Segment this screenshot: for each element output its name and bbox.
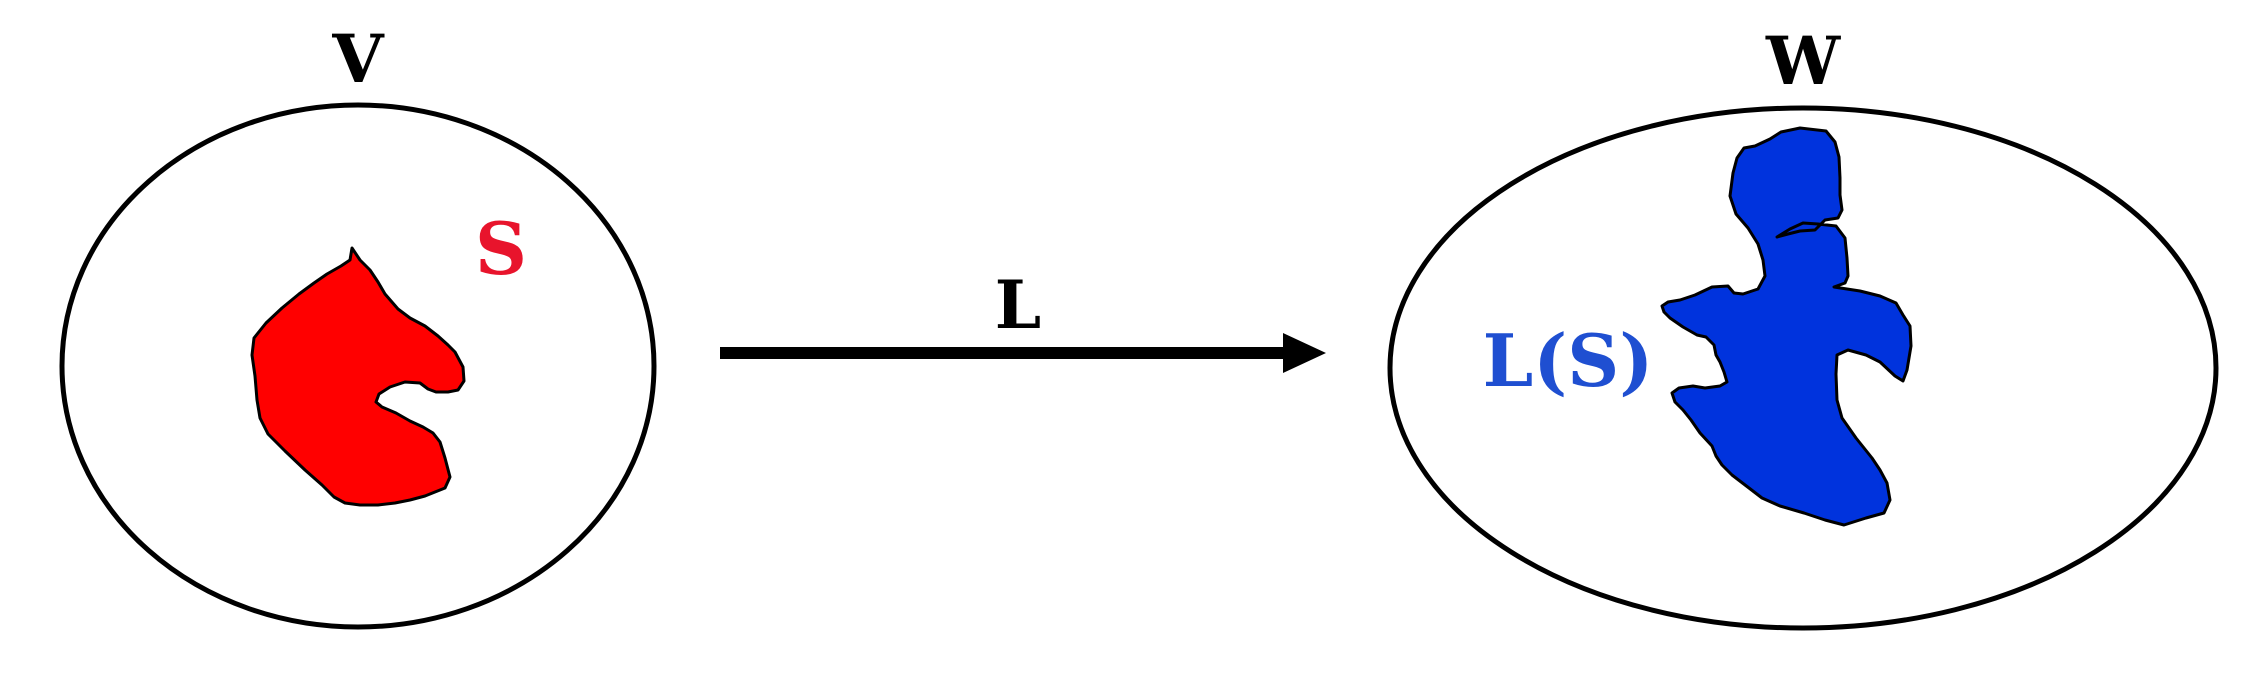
subset-label-s: S <box>475 206 527 291</box>
image-label-ls: L(S) <box>1483 318 1654 403</box>
subset-s-region <box>250 246 466 507</box>
codomain-label-w: W <box>1765 22 1841 100</box>
map-arrow-head <box>1283 333 1326 373</box>
domain-set-v-ellipse <box>59 102 657 630</box>
image-set-region <box>1660 126 1913 527</box>
map-label-l: L <box>995 266 1041 344</box>
codomain-set-w-ellipse <box>1387 105 2219 631</box>
domain-label-v: V <box>331 20 385 98</box>
